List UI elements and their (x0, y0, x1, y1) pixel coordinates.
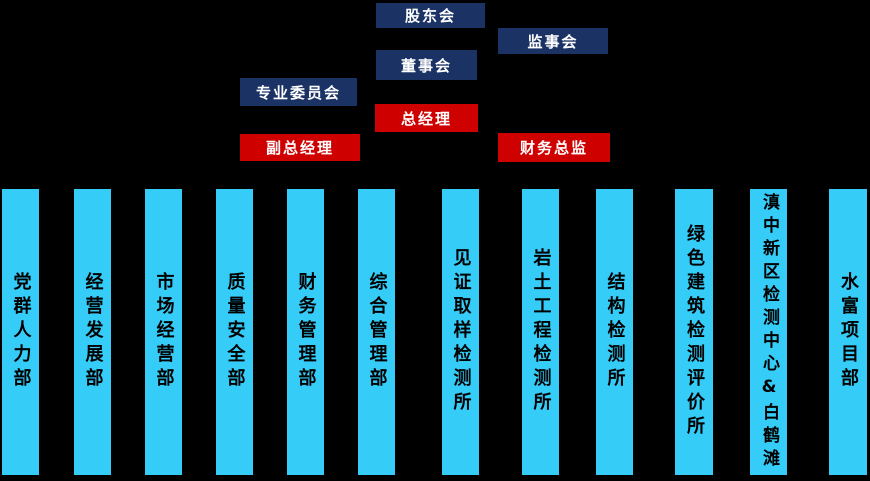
department-label: 水富项目部 (838, 272, 859, 392)
department-label: 质量安全部 (224, 272, 246, 392)
org-box-general-manager: 总经理 (375, 104, 478, 132)
department-label: 见证取样检测所 (450, 248, 472, 416)
department-column-quality-safety: 质量安全部 (216, 189, 253, 475)
org-box-professional-committee: 专业委员会 (240, 78, 357, 106)
department-column-green-building-evaluation: 绿色建筑检测评价所 (675, 189, 713, 475)
department-column-business-development: 经营发展部 (74, 189, 111, 475)
department-column-structural-testing: 结构检测所 (596, 189, 633, 475)
department-label: 财务管理部 (295, 272, 317, 392)
department-label: 党群人力部 (10, 272, 32, 392)
department-column-finance-management: 财务管理部 (287, 189, 324, 475)
department-label: 绿色建筑检测评价所 (684, 224, 705, 440)
org-box-board-of-directors: 董事会 (376, 50, 477, 80)
department-label: 结构检测所 (604, 272, 626, 392)
department-column-witness-sampling-testing: 见证取样检测所 (442, 189, 479, 475)
department-column-party-hr: 党群人力部 (2, 189, 39, 475)
org-box-deputy-general-manager: 副总经理 (240, 134, 360, 161)
department-label: 岩土工程检测所 (530, 248, 552, 416)
department-column-shuifu-project: 水富项目部 (829, 189, 867, 475)
department-label: 滇中新区检测中心&白鹤滩 (759, 192, 779, 472)
department-column-dianzhong-baihetan-center: 滇中新区检测中心&白鹤滩 (750, 189, 787, 475)
department-label: 综合管理部 (366, 272, 388, 392)
department-label: 市场经营部 (153, 272, 175, 392)
org-box-financial-director: 财务总监 (498, 133, 610, 162)
org-box-supervisory-board: 监事会 (498, 28, 608, 54)
department-column-general-management: 综合管理部 (358, 189, 395, 475)
org-box-shareholders-meeting: 股东会 (376, 3, 485, 28)
department-column-geotechnical-testing: 岩土工程检测所 (522, 189, 559, 475)
department-label: 经营发展部 (82, 272, 104, 392)
department-column-market-operations: 市场经营部 (145, 189, 182, 475)
